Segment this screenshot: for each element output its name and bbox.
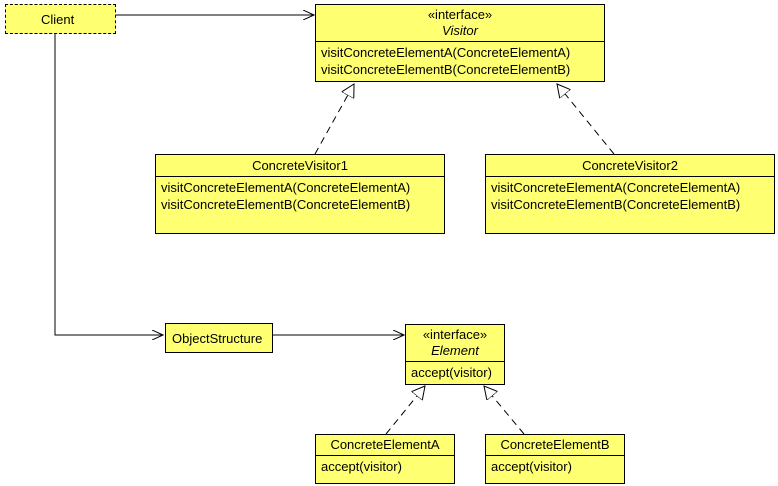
concreteelementb-class[interactable]: ConcreteElementB accept(visitor) — [485, 434, 625, 484]
element-interface-name: Element — [431, 343, 479, 358]
client-class-name: Client — [41, 11, 75, 27]
concretevisitor2-operation: visitConcreteElementB(ConcreteElementB) — [491, 197, 741, 212]
objectstructure-class-name: ObjectStructure — [172, 330, 263, 346]
concreteelementa-operation: accept(visitor) — [321, 459, 402, 474]
concreteelementa-class[interactable]: ConcreteElementA accept(visitor) — [315, 434, 455, 484]
objectstructure-class[interactable]: ObjectStructure — [165, 323, 273, 353]
element-stereotype: «interface» — [422, 327, 488, 342]
visitor-stereotype: «interface» — [427, 7, 493, 22]
client-class[interactable]: Client — [5, 4, 116, 34]
concretevisitor1-operation: visitConcreteElementA(ConcreteElementA) — [161, 180, 411, 195]
concretevisitor2-operation: visitConcreteElementA(ConcreteElementA) — [491, 180, 741, 195]
concretevisitor2-realization — [557, 84, 615, 155]
concretevisitor2-class[interactable]: ConcreteVisitor2 visitConcreteElementA(C… — [485, 154, 775, 234]
concreteelementa-realization — [385, 386, 425, 435]
concreteelementb-operation: accept(visitor) — [491, 459, 572, 474]
element-interface[interactable]: «interface» Element accept(visitor) — [405, 324, 505, 385]
concretevisitor2-class-name: ConcreteVisitor2 — [582, 158, 678, 173]
element-operation: accept(visitor) — [411, 365, 492, 380]
concretevisitor1-class[interactable]: ConcreteVisitor1 visitConcreteElementA(C… — [155, 154, 445, 234]
visitor-operation: visitConcreteElementA(ConcreteElementA) — [321, 45, 571, 60]
visitor-operation: visitConcreteElementB(ConcreteElementB) — [321, 62, 571, 77]
concretevisitor1-operation: visitConcreteElementB(ConcreteElementB) — [161, 197, 411, 212]
concreteelementb-class-name: ConcreteElementB — [500, 437, 610, 452]
concretevisitor1-realization — [314, 84, 354, 155]
concretevisitor1-class-name: ConcreteVisitor1 — [252, 158, 348, 173]
client-to-objectstructure-association — [54, 34, 163, 335]
concreteelementb-realization — [484, 386, 525, 435]
concreteelementa-class-name: ConcreteElementA — [330, 437, 440, 452]
visitor-interface[interactable]: «interface» Visitor visitConcreteElement… — [315, 4, 605, 82]
visitor-interface-name: Visitor — [442, 23, 478, 38]
